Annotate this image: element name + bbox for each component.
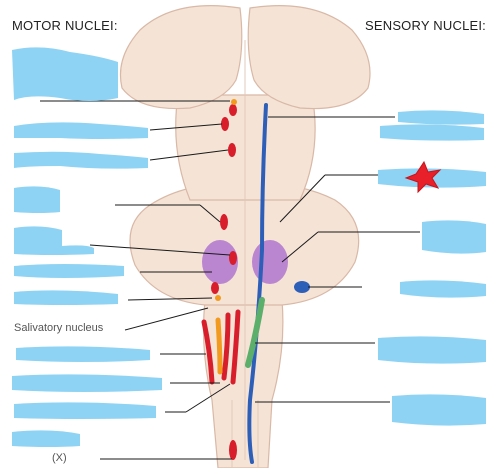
motor-nucleus-3 [228, 143, 236, 157]
medulla [202, 299, 284, 468]
redaction-12 [12, 430, 80, 447]
s-redaction-5 [378, 336, 486, 364]
motor-column-b [221, 312, 231, 381]
s-redaction-4 [400, 280, 486, 298]
motor-nucleus-bottom [229, 440, 237, 460]
motor-leader-lines [40, 100, 232, 460]
ambiguus-column [215, 317, 223, 375]
bottom-label-fragment: (X) [52, 452, 67, 464]
motor-nucleus-4 [220, 214, 228, 230]
motor-nuclei [201, 99, 241, 460]
redaction-11 [14, 402, 156, 419]
left-lobe [119, 5, 243, 110]
motor-nucleus-1-cap [231, 99, 237, 105]
motor-label-redactions [12, 47, 162, 447]
sensory-nuclei-header: SENSORY NUCLEI: [364, 18, 486, 33]
left-purple-nucleus [202, 240, 238, 284]
motor-nucleus-6 [211, 282, 219, 294]
sensory-label-redactions [378, 110, 486, 426]
red-star-marker [404, 160, 442, 194]
redaction-7 [14, 290, 118, 305]
salivatory-label: Salivatory nucleus [14, 322, 104, 334]
motor-nuclei-header: MOTOR NUCLEI: [12, 18, 118, 33]
right-lobe [247, 5, 371, 110]
motor-nucleus-6-cap [215, 295, 221, 301]
blue-small-nucleus [294, 281, 310, 293]
s-redaction-3 [422, 220, 486, 254]
motor-column-a [201, 319, 215, 385]
sensory-leader-lines [255, 116, 420, 403]
motor-column-c [230, 309, 241, 385]
motor-nucleus-5 [229, 251, 237, 265]
redaction-1 [12, 47, 118, 101]
s-redaction-1 [398, 110, 484, 125]
redaction-4 [14, 186, 60, 213]
redaction-6 [14, 264, 124, 278]
brainstem-outline [119, 5, 371, 468]
trigeminal-sensory-column [247, 103, 268, 464]
redaction-10 [12, 374, 162, 392]
redaction-9 [16, 346, 150, 362]
motor-nucleus-2 [221, 117, 229, 131]
redaction-2 [14, 122, 148, 139]
s-redaction-6 [392, 394, 486, 426]
redaction-5 [14, 226, 94, 255]
solitary-nucleus [245, 297, 265, 368]
redaction-3 [14, 151, 148, 169]
s-redaction-1b [380, 124, 484, 141]
motor-nucleus-1 [229, 104, 237, 116]
